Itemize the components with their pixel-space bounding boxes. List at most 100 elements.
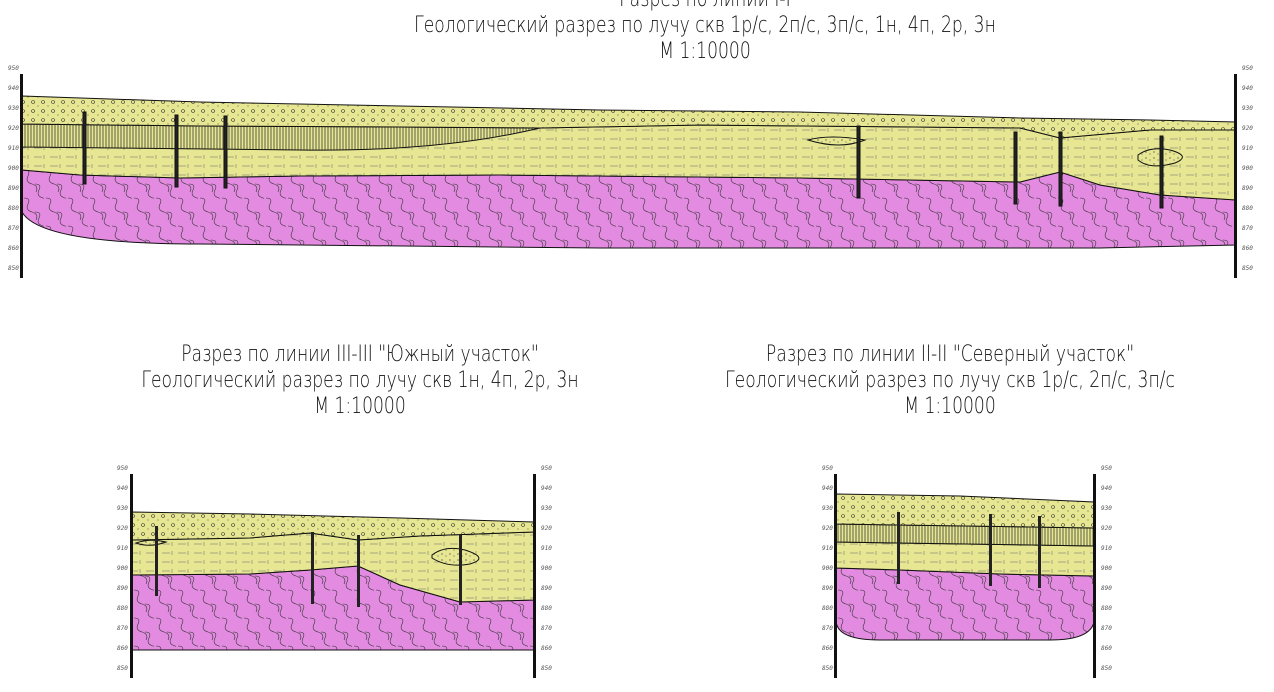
- tick-label: 870: [822, 625, 833, 632]
- tick-label: 890: [1101, 585, 1112, 592]
- tick-label: 930: [1242, 105, 1253, 112]
- tick-label: 890: [117, 585, 128, 592]
- tick-label: 900: [8, 165, 19, 172]
- borehole: [1058, 131, 1063, 207]
- tick-label: 880: [8, 205, 19, 212]
- elevation-scale-right: 950 940 930 920 910 900 890 880 870 860 …: [1234, 65, 1253, 278]
- tick-label: 870: [1101, 625, 1112, 632]
- elevation-scale-left: 950 940 930 920 910 900 890 880 870 860 …: [822, 465, 837, 678]
- tick-label: 870: [1242, 225, 1253, 232]
- tick-label: 920: [1242, 125, 1253, 132]
- tick-label: 850: [822, 665, 833, 672]
- tick-label: 860: [117, 645, 128, 652]
- main-section: 950 940 930 920 910 900 890 880 870 860 …: [8, 65, 1253, 278]
- tick-label: 930: [117, 505, 128, 512]
- tick-label: 860: [8, 245, 19, 252]
- tick-label: 880: [1242, 205, 1253, 212]
- tick-label: 920: [117, 525, 128, 532]
- tick-label: 950: [117, 465, 128, 472]
- borehole: [897, 512, 900, 584]
- elevation-scale-left: 950 940 930 920 910 900 890 880 870 860 …: [8, 65, 23, 278]
- tick-label: 860: [541, 645, 552, 652]
- tick-label: 920: [1101, 525, 1112, 532]
- tick-label: 930: [541, 505, 552, 512]
- tick-label: 940: [1101, 485, 1112, 492]
- elevation-scale-right: 950 940 930 920 910 900 890 880 870 860 …: [533, 465, 552, 678]
- tick-label: 920: [541, 525, 552, 532]
- borehole: [856, 125, 861, 199]
- tick-label: 850: [1242, 265, 1253, 272]
- tick-label: 890: [1242, 185, 1253, 192]
- tick-label: 900: [541, 565, 552, 572]
- tick-label: 900: [1242, 165, 1253, 172]
- tick-label: 880: [541, 605, 552, 612]
- tick-label: 910: [1101, 545, 1112, 552]
- tick-label: 930: [822, 505, 833, 512]
- tick-label: 950: [8, 65, 19, 72]
- north-section-title: Разрез по линии II-II "Северный участок"…: [708, 342, 1192, 420]
- tick-label: 940: [822, 485, 833, 492]
- tick-label: 880: [117, 605, 128, 612]
- tick-label: 950: [1101, 465, 1112, 472]
- borehole: [311, 532, 314, 604]
- topsoil-layer: [21, 95, 1237, 139]
- title-line: Разрез по линии III-III "Южный участок": [181, 342, 539, 367]
- tick-label: 890: [822, 585, 833, 592]
- tick-label: 860: [1242, 245, 1253, 252]
- tick-label: 940: [541, 485, 552, 492]
- tick-label: 900: [1101, 565, 1112, 572]
- elevation-scale-right: 950 940 930 920 910 900 890 880 870 860 …: [1093, 465, 1112, 678]
- sand-lens: [134, 539, 168, 546]
- borehole: [174, 114, 179, 188]
- title-line: Геологический разрез по лучу скв 1р/с, 2…: [414, 13, 996, 38]
- tick-label: 870: [117, 625, 128, 632]
- borehole: [357, 535, 360, 607]
- tick-label: 900: [117, 565, 128, 572]
- sand-lens: [806, 136, 867, 146]
- tick-label: 940: [1242, 85, 1253, 92]
- main-section-title: Разрез по линии I-I Геологический разрез…: [381, 0, 1028, 65]
- tick-label: 940: [8, 85, 19, 92]
- title-line: М 1:10000: [314, 394, 406, 419]
- tick-label: 910: [822, 545, 833, 552]
- tick-label: 860: [1101, 645, 1112, 652]
- tick-label: 920: [822, 525, 833, 532]
- title-line: Геологический разрез по лучу скв 1н, 4п,…: [141, 368, 579, 393]
- tick-label: 910: [541, 545, 552, 552]
- borehole: [1038, 516, 1041, 588]
- south-section: 950 940 930 920 910 900 890 880 870 860 …: [117, 465, 552, 678]
- tick-label: 950: [822, 465, 833, 472]
- borehole: [155, 526, 158, 596]
- borehole-group: [82, 111, 1164, 209]
- tick-label: 900: [822, 565, 833, 572]
- title-line: Разрез по линии II-II "Северный участок": [765, 342, 1135, 367]
- north-section: 950 940 930 920 910 900 890 880 870 860 …: [822, 465, 1112, 678]
- tick-label: 850: [1101, 665, 1112, 672]
- tick-label: 930: [1101, 505, 1112, 512]
- tick-label: 890: [8, 185, 19, 192]
- title-line: М 1:10000: [659, 39, 751, 64]
- tick-label: 930: [8, 105, 19, 112]
- borehole: [989, 514, 992, 586]
- tick-label: 910: [8, 145, 19, 152]
- tick-label: 940: [117, 485, 128, 492]
- tick-label: 890: [541, 585, 552, 592]
- tick-label: 870: [8, 225, 19, 232]
- tick-label: 950: [1242, 65, 1253, 72]
- borehole: [223, 115, 228, 189]
- tick-label: 860: [822, 645, 833, 652]
- tick-label: 950: [541, 465, 552, 472]
- borehole: [1159, 135, 1164, 209]
- tick-label: 850: [541, 665, 552, 672]
- tick-label: 910: [1242, 145, 1253, 152]
- borehole: [459, 535, 462, 605]
- tick-label: 850: [117, 665, 128, 672]
- south-section-title: Разрез по линии III-III "Южный участок" …: [126, 342, 594, 420]
- topsoil-layer: [835, 493, 1095, 529]
- borehole: [82, 111, 87, 185]
- tick-label: 850: [8, 265, 19, 272]
- topsoil-layer: [131, 511, 535, 541]
- elevation-scale-left: 950 940 930 920 910 900 890 880 870 860 …: [117, 465, 133, 678]
- sand-lens: [431, 547, 480, 566]
